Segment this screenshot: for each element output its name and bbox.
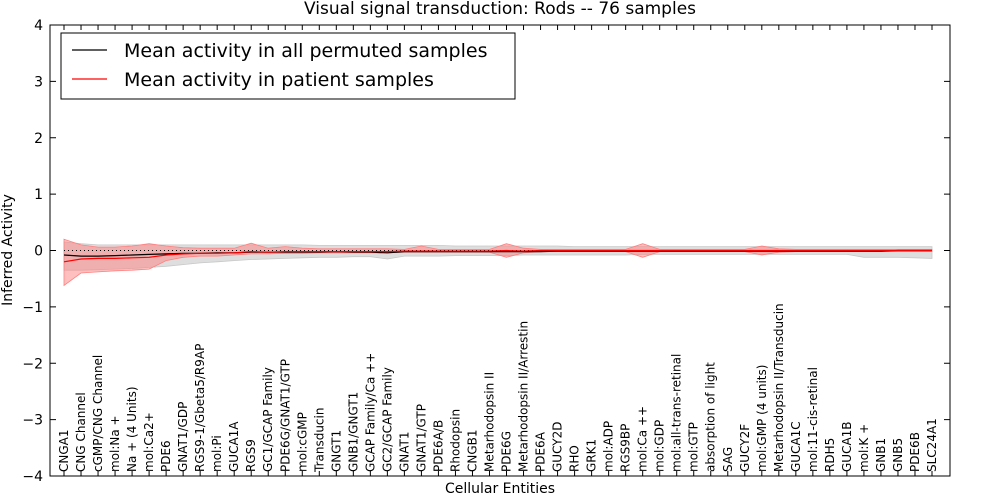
x-tick-label: GRK1 xyxy=(585,439,599,472)
x-tick-label: GC2/GCAP Family xyxy=(380,367,394,472)
x-tick-label: GNAT1 xyxy=(397,431,411,472)
x-tick-label: GNGT1 xyxy=(329,430,343,472)
legend-box xyxy=(60,32,516,100)
x-tick-label: GUCA1C xyxy=(789,421,803,472)
x-tick-label: Na + (4 Units) xyxy=(125,386,139,472)
x-tick-label: SLC24A1 xyxy=(925,418,939,472)
line-mean-activity-in-patient-samples xyxy=(63,249,932,263)
x-tick-label: mol:GMP (4 units) xyxy=(755,365,769,472)
x-tick-label: mol:K + xyxy=(857,424,871,472)
legend-label-permuted: Mean activity in all permuted samples xyxy=(124,40,487,62)
x-tick-label: GC1/GCAP Family xyxy=(261,367,275,472)
x-tick-label: GUCY2D xyxy=(551,422,565,472)
x-tick-label: mol:Ca ++ xyxy=(636,406,650,472)
x-tick-label: mol:GDP xyxy=(653,420,667,472)
x-tick-label: PDE6A xyxy=(534,431,548,472)
y-tick-label: −4 xyxy=(22,469,43,485)
x-tick-label: RGS9 xyxy=(244,439,258,472)
x-tick-label: GNB5 xyxy=(891,438,905,472)
plot-frame xyxy=(49,24,951,477)
y-tick-label: 2 xyxy=(34,131,43,147)
x-tick-label: Rhodopsin xyxy=(449,409,463,472)
x-tick-label: PDE6G/GNAT1/GTP xyxy=(278,359,292,472)
x-tick-label: mol:ADP xyxy=(602,421,616,472)
y-tick-label: −1 xyxy=(22,300,43,316)
x-tick-label: RGS9BP xyxy=(619,424,633,472)
y-tick-label: 1 xyxy=(34,187,43,203)
x-tick-label: Transducin xyxy=(312,408,326,473)
x-tick-label: GUCA1B xyxy=(840,421,854,472)
x-tick-label: PDE6G xyxy=(500,431,514,472)
x-tick-label: mol:Pi xyxy=(210,435,224,472)
x-tick-label: GUCA1A xyxy=(227,421,241,472)
y-axis: 4 3 2 1 0 −1 −2 −3 −4 xyxy=(22,18,950,485)
x-tick-label: mol:11-cis-retinal xyxy=(806,367,820,472)
x-tick-label: PDE6 xyxy=(159,440,173,472)
x-tick-label: mol:all-trans-retinal xyxy=(670,354,684,472)
x-tick-label: Metarhodopsin II/Arrestin xyxy=(517,321,531,472)
y-tick-label: 4 xyxy=(34,18,43,34)
x-tick-label: GUCY2F xyxy=(738,424,752,472)
x-tick-label: GNAT1/GDP xyxy=(176,402,190,472)
y-tick-label: −2 xyxy=(22,356,43,372)
x-tick-label: CNGB1 xyxy=(466,429,480,472)
x-tick-label: Metarhodopsin II xyxy=(483,372,497,472)
x-tick-label: SAG xyxy=(721,447,735,472)
x-tick-label: RDH5 xyxy=(823,438,837,472)
x-tick-label: cGMP/CNG Channel xyxy=(91,355,105,472)
x-tick-label: GCAP Family/Ca ++ xyxy=(363,353,377,472)
x-tick-label: mol:GTP xyxy=(687,422,701,472)
x-tick-label: GNB1 xyxy=(874,438,888,472)
x-tick-label: absorption of light xyxy=(704,362,718,472)
x-tick-label: RGS9-1/Gbeta5/R9AP xyxy=(193,344,207,472)
x-tick-label: Metarhodopsin II/Transducin xyxy=(772,303,786,472)
x-tick-label: mol:Ca2+ xyxy=(142,412,156,472)
x-axis-ticks xyxy=(63,25,933,476)
y-tick-label: −3 xyxy=(22,413,43,429)
legend-label-patient: Mean activity in patient samples xyxy=(124,69,434,91)
x-tick-label: mol:cGMP xyxy=(295,412,309,472)
x-tick-label: CNG Channel xyxy=(74,392,88,472)
series-lines xyxy=(63,249,932,263)
y-axis-label: Inferred Activity xyxy=(0,194,16,306)
x-tick-label: CNGA1 xyxy=(57,430,71,473)
x-tick-label: GNAT1/GTP xyxy=(414,404,428,472)
confidence-bands xyxy=(63,238,933,287)
x-axis-label: Cellular Entities xyxy=(445,481,555,497)
y-tick-label: 0 xyxy=(34,244,43,260)
legend: Mean activity in all permuted samples Me… xyxy=(60,32,516,100)
x-tick-label: PDE6B xyxy=(908,432,922,472)
x-tick-label: PDE6A/B xyxy=(431,420,445,472)
x-tick-label: mol:Na + xyxy=(108,415,122,472)
y-tick-label: 3 xyxy=(34,74,43,90)
x-tick-label: GNB1/GNGT1 xyxy=(346,392,360,472)
x-tick-label: RHO xyxy=(568,445,582,472)
chart-title: Visual signal transduction: Rods -- 76 s… xyxy=(304,0,696,19)
